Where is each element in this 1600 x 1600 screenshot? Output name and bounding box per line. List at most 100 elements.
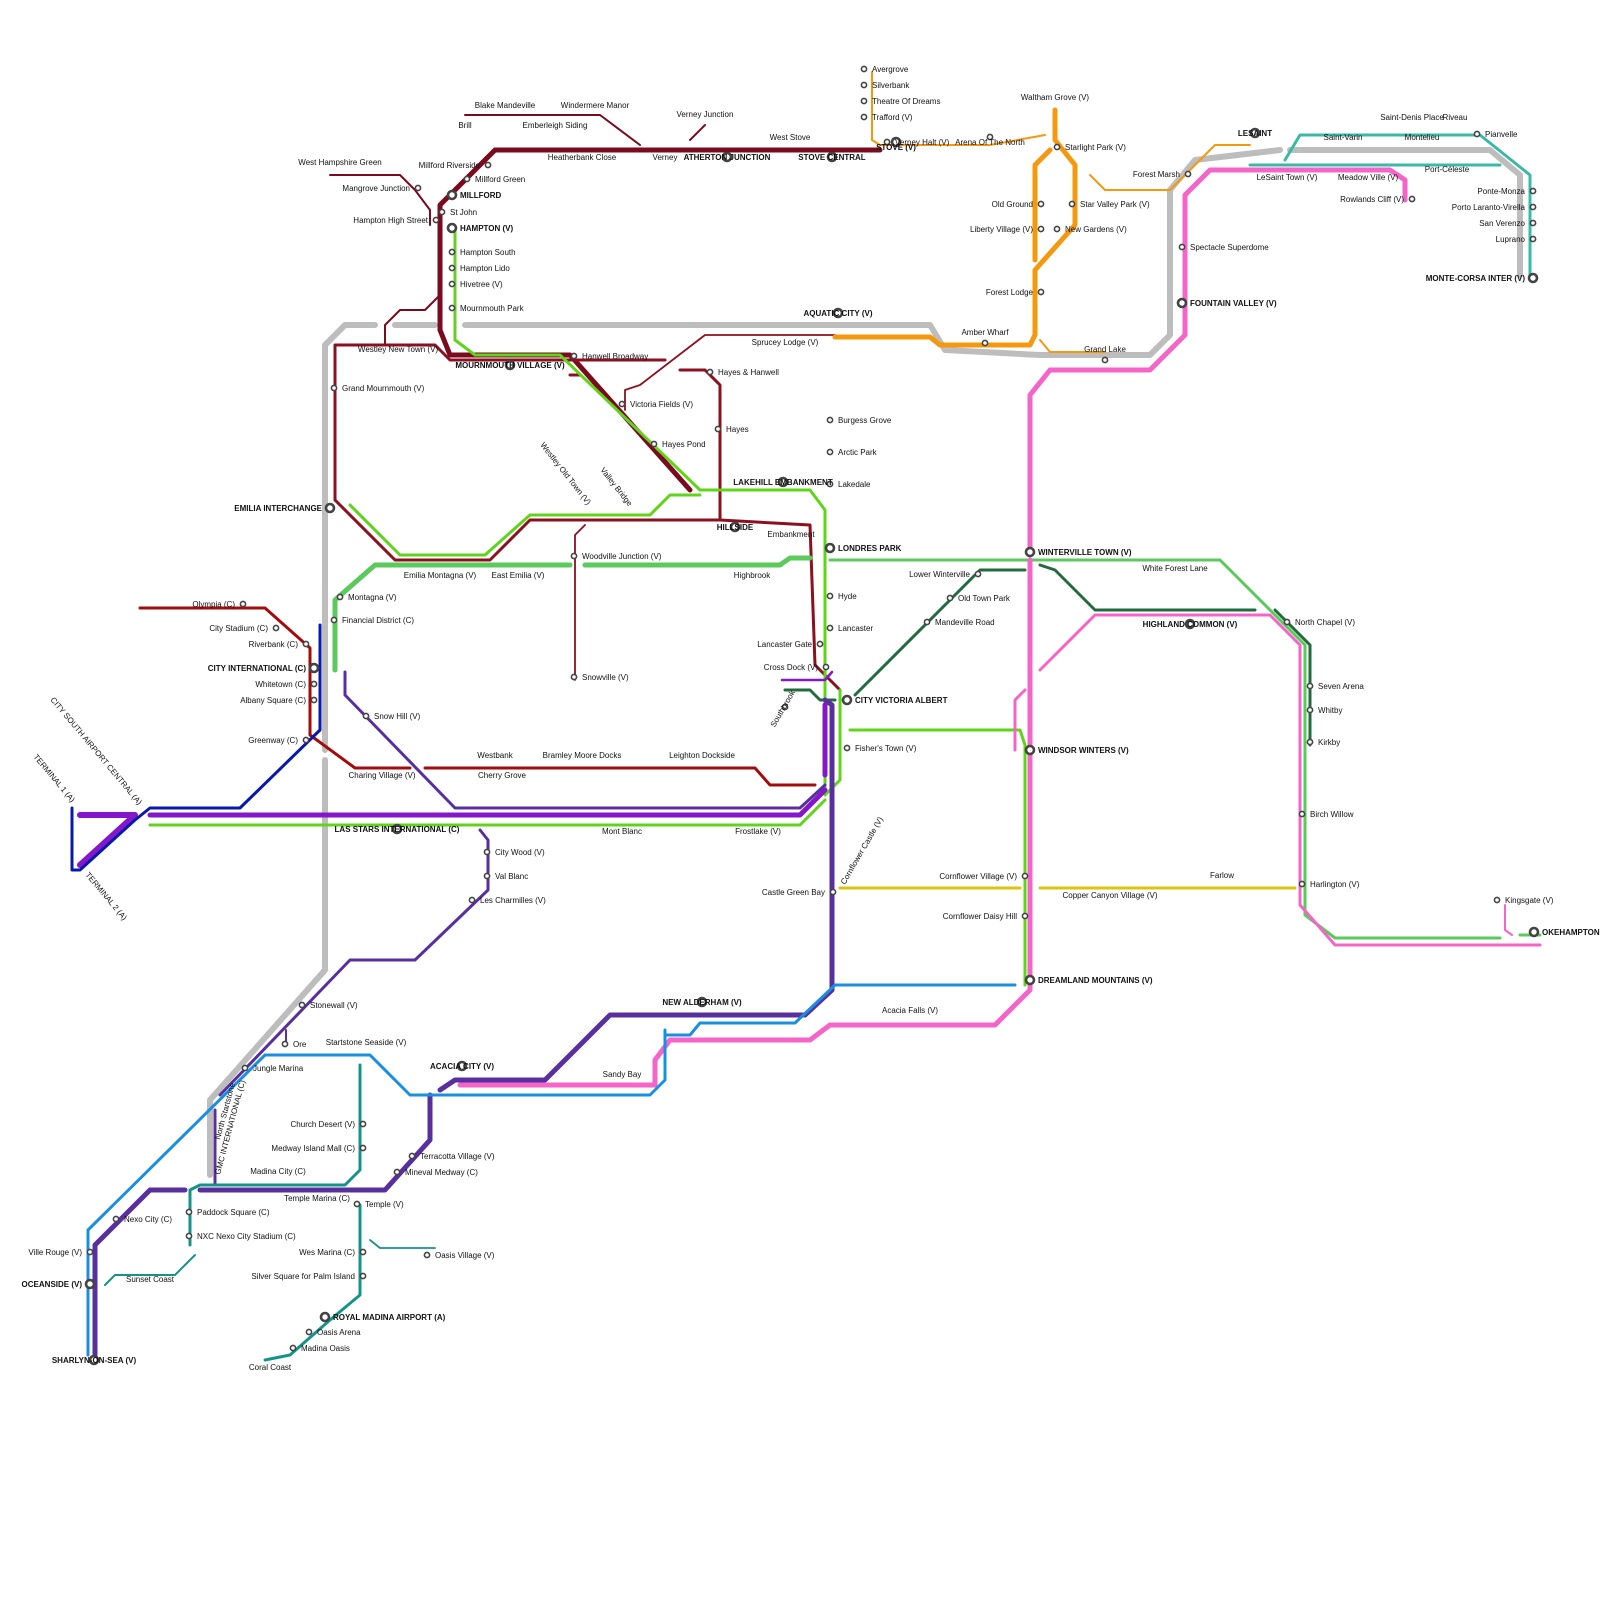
station-label-les-charmilles-v[interactable]: Les Charmilles (V) [480, 896, 546, 905]
station-label-coral-coast[interactable]: Coral Coast [249, 1363, 292, 1372]
station-label-cherry-grove[interactable]: Cherry Grove [478, 771, 527, 780]
station-label-val-blanc[interactable]: Val Blanc [495, 872, 528, 881]
station-marker-ville-rouge-v[interactable] [87, 1249, 92, 1254]
station-marker-hampton-south[interactable] [449, 249, 454, 254]
station-label-pianvelle[interactable]: Pianvelle [1485, 130, 1518, 139]
station-label-lesaint-town-v[interactable]: LeSaint Town (V) [1257, 173, 1318, 182]
station-marker-seven-arena[interactable] [1307, 683, 1312, 688]
station-label-cornflower-daisy-hill[interactable]: Cornflower Daisy Hill [943, 912, 1017, 921]
station-label-fountain-valley-v[interactable]: FOUNTAIN VALLEY (V) [1190, 299, 1277, 308]
station-marker-pianvelle[interactable] [1474, 131, 1479, 136]
station-marker-jungle-marina[interactable] [242, 1065, 247, 1070]
station-marker-mineval-medway-c[interactable] [394, 1169, 399, 1174]
station-label-charing-village-v[interactable]: Charing Village (V) [349, 771, 416, 780]
station-label-albany-square-c[interactable]: Albany Square (C) [240, 696, 306, 705]
station-label-blake-mandeville[interactable]: Blake Mandeville [475, 101, 536, 110]
station-label-heatherbank-close[interactable]: Heatherbank Close [548, 153, 617, 162]
station-label-lower-winterville[interactable]: Lower Winterville [909, 570, 970, 579]
station-marker-mangrove-junction[interactable] [415, 185, 420, 190]
station-marker-amber-wharf[interactable] [982, 340, 987, 345]
station-label-olympia-c[interactable]: Olympia (C) [192, 600, 235, 609]
station-label-hanwell-broadway[interactable]: Hanwell Broadway [582, 352, 648, 361]
station-label-sprucey-lodge-v[interactable]: Sprucey Lodge (V) [752, 338, 819, 347]
station-label-copper-canyon-village-v[interactable]: Copper Canyon Village (V) [1062, 891, 1157, 900]
station-label-farlow[interactable]: Farlow [1210, 871, 1234, 880]
station-marker-stonewall-v[interactable] [299, 1002, 304, 1007]
station-label-meadow-ville-v[interactable]: Meadow Ville (V) [1338, 173, 1399, 182]
station-label-city-international-c[interactable]: CITY INTERNATIONAL (C) [208, 664, 307, 673]
station-label-west-stove[interactable]: West Stove [770, 133, 811, 142]
station-label-hayes-pond[interactable]: Hayes Pond [662, 440, 706, 449]
station-label-emberleigh-siding[interactable]: Emberleigh Siding [523, 121, 588, 130]
station-label-star-valley-park-v[interactable]: Star Valley Park (V) [1080, 200, 1150, 209]
station-label-castle-green-bay[interactable]: Castle Green Bay [762, 888, 825, 897]
station-marker-winterville-town-v[interactable] [1026, 548, 1034, 556]
station-marker-grand-lake[interactable] [1102, 357, 1107, 362]
station-label-jungle-marina[interactable]: Jungle Marina [253, 1064, 304, 1073]
station-label-arena-of-the-north[interactable]: Arena Of The North [955, 138, 1025, 147]
station-marker-silver-square-for-palm-island[interactable] [360, 1273, 365, 1278]
station-label-snowville-v[interactable]: Snowville (V) [582, 673, 629, 682]
station-marker-londres-park[interactable] [826, 544, 834, 552]
station-marker-montagna-v[interactable] [337, 594, 342, 599]
station-label-okehampton[interactable]: OKEHAMPTON [1542, 928, 1600, 937]
station-label-grand-mournmouth-v[interactable]: Grand Mournmouth (V) [342, 384, 425, 393]
station-marker-fisher-s-town-v[interactable] [844, 745, 849, 750]
station-marker-luprano[interactable] [1530, 236, 1535, 241]
station-label-west-hampshire-green[interactable]: West Hampshire Green [298, 158, 381, 167]
station-label-highbrook[interactable]: Highbrook [734, 571, 771, 580]
station-marker-woodville-junction-v[interactable] [571, 553, 576, 558]
station-marker-oasis-arena[interactable] [306, 1329, 311, 1334]
station-label-cornflower-village-v[interactable]: Cornflower Village (V) [939, 872, 1017, 881]
station-marker-kirkby[interactable] [1307, 739, 1312, 744]
station-label-silver-square-for-palm-island[interactable]: Silver Square for Palm Island [251, 1272, 355, 1281]
station-label-atherton-junction[interactable]: ATHERTON JUNCTION [684, 153, 771, 162]
station-marker-starlight-park-v[interactable] [1054, 144, 1059, 149]
station-label-nexo-city-c[interactable]: Nexo City (C) [124, 1215, 172, 1224]
station-marker-madina-oasis[interactable] [290, 1345, 295, 1350]
station-marker-olympia-c[interactable] [240, 601, 245, 606]
station-marker-hayes-pond[interactable] [651, 441, 656, 446]
station-marker-rowlands-cliff-v[interactable] [1409, 196, 1414, 201]
station-marker-theatre-of-dreams[interactable] [861, 98, 866, 103]
station-marker-old-ground[interactable] [1038, 201, 1043, 206]
station-marker-porto-laranto-virella[interactable] [1530, 204, 1535, 209]
station-marker-liberty-village-v[interactable] [1038, 226, 1043, 231]
station-label-old-town-park[interactable]: Old Town Park [958, 594, 1011, 603]
station-label-new-alderham-v[interactable]: NEW ALDERHAM (V) [662, 998, 742, 1007]
station-marker-hivetree-v[interactable] [449, 281, 454, 286]
station-label-oceanside-v[interactable]: OCEANSIDE (V) [22, 1280, 83, 1289]
station-label-old-ground[interactable]: Old Ground [992, 200, 1033, 209]
station-label-southbrook[interactable]: Southbrook [769, 688, 798, 729]
station-label-wes-marina-c[interactable]: Wes Marina (C) [299, 1248, 355, 1257]
station-label-avergrove[interactable]: Avergrove [872, 65, 909, 74]
station-label-city-stadium-c[interactable]: City Stadium (C) [209, 624, 268, 633]
station-label-victoria-fields-v[interactable]: Victoria Fields (V) [630, 400, 693, 409]
station-label-dreamland-mountains-v[interactable]: DREAMLAND MOUNTAINS (V) [1038, 976, 1153, 985]
station-label-st-john[interactable]: St John [450, 208, 477, 217]
station-marker-greenway-c[interactable] [303, 737, 308, 742]
station-label-westbank[interactable]: Westbank [477, 751, 513, 760]
station-label-hivetree-v[interactable]: Hivetree (V) [460, 280, 503, 289]
station-marker-star-valley-park-v[interactable] [1069, 201, 1074, 206]
station-label-verney-junction[interactable]: Verney Junction [677, 110, 734, 119]
station-marker-city-stadium-c[interactable] [273, 625, 278, 630]
station-label-saint-denis-place[interactable]: Saint-Denis Place [1380, 113, 1444, 122]
station-label-stove-central[interactable]: STOVE CENTRAL [798, 153, 866, 162]
station-marker-san-verenzo[interactable] [1530, 220, 1535, 225]
station-marker-silverbank[interactable] [861, 82, 866, 87]
station-label-hayes[interactable]: Hayes [726, 425, 749, 434]
station-label-terminal-2-a[interactable]: TERMINAL 2 (A) [83, 871, 128, 923]
station-marker-lancaster-gate[interactable] [817, 641, 822, 646]
station-label-emilia-interchange[interactable]: EMILIA INTERCHANGE [234, 504, 322, 513]
station-label-mournmouth-village-v[interactable]: MOURNMOUTH VILLAGE (V) [455, 361, 565, 370]
station-label-lakedale[interactable]: Lakedale [838, 480, 871, 489]
station-label-riveau[interactable]: Riveau [1443, 113, 1468, 122]
station-label-mineval-medway-c[interactable]: Mineval Medway (C) [405, 1168, 478, 1177]
station-label-startstone-seaside-v[interactable]: Startstone Seaside (V) [326, 1038, 407, 1047]
station-label-mournmouth-park[interactable]: Mournmouth Park [460, 304, 525, 313]
station-label-las-stars-international-c[interactable]: LAS STARS INTERNATIONAL (C) [335, 825, 460, 834]
station-marker-victoria-fields-v[interactable] [619, 401, 624, 406]
station-marker-lower-winterville[interactable] [975, 571, 980, 576]
station-marker-cornflower-daisy-hill[interactable] [1022, 913, 1027, 918]
